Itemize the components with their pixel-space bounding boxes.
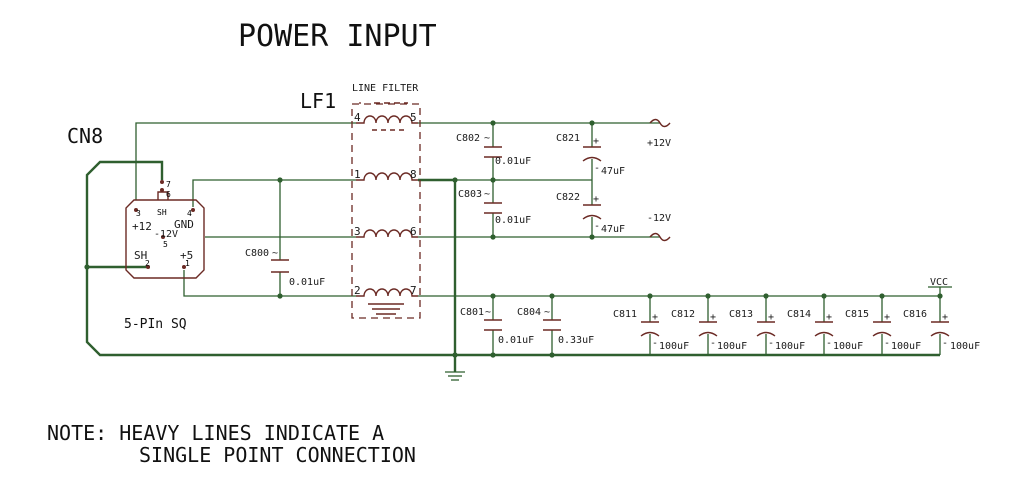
c813-ref: C813 <box>729 309 753 320</box>
lf1-pin2: 2 <box>354 284 361 297</box>
capacitor-c800: C800 ~ 0.01uF <box>245 248 325 288</box>
cn8-pin3: 3 <box>136 209 141 218</box>
capacitor-c821: C821 + - 47uF <box>556 133 625 177</box>
capacitor-c802: C802 ~ 0.01uF <box>456 133 531 167</box>
c822-minus: - <box>594 221 600 232</box>
lf1-pin3: 3 <box>354 225 361 238</box>
line-filter-lf1: 4 5 1 8 3 6 2 7 <box>351 102 421 319</box>
capacitor-c804: C804 ~ 0.33uF <box>517 307 594 346</box>
c811-minus: - <box>652 338 658 349</box>
cn8-pin4: 4 <box>187 209 192 218</box>
junction-dots <box>84 120 943 358</box>
c816-value: 100uF <box>950 341 980 352</box>
lf1-pin1: 1 <box>354 168 361 181</box>
c801-tilde: ~ <box>485 307 491 318</box>
net-flag-p12: +12V <box>647 118 671 149</box>
c813-value: 100uF <box>775 341 805 352</box>
c803-value: 0.01uF <box>495 215 531 226</box>
c822-value: 47uF <box>601 224 625 235</box>
c804-ref: C804 <box>517 307 541 318</box>
cn8-label-m12: -12V <box>154 229 178 240</box>
connector-ref: CN8 <box>67 124 103 148</box>
c822-ref: C822 <box>556 192 580 203</box>
ground-symbol <box>445 371 465 381</box>
c814-plus: + <box>826 312 832 323</box>
cn8-pin6: 6 <box>166 190 171 199</box>
lf1-pin8: 8 <box>410 168 417 181</box>
capacitor-c801: C801 ~ 0.01uF <box>460 307 534 346</box>
c802-ref: C802 <box>456 133 480 144</box>
capacitor-c815: C815 + - 100uF <box>845 309 921 352</box>
cn8-pin1: 1 <box>185 259 190 268</box>
c800-value: 0.01uF <box>289 277 325 288</box>
c814-ref: C814 <box>787 309 811 320</box>
c800-ref: C800 <box>245 248 269 259</box>
c812-ref: C812 <box>671 309 695 320</box>
c804-value: 0.33uF <box>558 335 594 346</box>
net-p12-label: +12V <box>647 138 671 149</box>
c803-tilde: ~ <box>484 189 490 200</box>
cn8-label-p12: +12 <box>132 220 152 233</box>
c811-plus: + <box>652 312 658 323</box>
c812-plus: + <box>710 312 716 323</box>
c821-ref: C821 <box>556 133 580 144</box>
c813-plus: + <box>768 312 774 323</box>
c814-value: 100uF <box>833 341 863 352</box>
c812-minus: - <box>710 338 716 349</box>
net-flag-vcc: VCC <box>928 277 952 296</box>
c821-minus: - <box>594 163 600 174</box>
c804-tilde: ~ <box>544 307 550 318</box>
cn8-pin7: 7 <box>166 180 171 189</box>
capacitor-c812: C812 + - 100uF <box>671 309 747 352</box>
c816-minus: - <box>942 338 948 349</box>
c812-value: 100uF <box>717 341 747 352</box>
c821-value: 47uF <box>601 166 625 177</box>
capacitor-c813: C813 + - 100uF <box>729 309 805 352</box>
c815-ref: C815 <box>845 309 869 320</box>
net-flag-m12: -12V <box>647 213 671 242</box>
lf1-pin4: 4 <box>354 111 361 124</box>
capacitor-c822: C822 + - 47uF <box>556 192 625 235</box>
net-vcc-label: VCC <box>930 277 948 288</box>
cn8-label-gnd: GND <box>174 218 194 231</box>
c815-plus: + <box>884 312 890 323</box>
c801-ref: C801 <box>460 307 484 318</box>
c816-ref: C816 <box>903 309 927 320</box>
c811-value: 100uF <box>659 341 689 352</box>
lf1-pin5: 5 <box>410 111 417 124</box>
capacitor-c803: C803 ~ 0.01uF <box>458 189 531 226</box>
capacitor-c816: C816 + - 100uF <box>903 309 980 352</box>
diagram-title: POWER INPUT <box>238 19 437 54</box>
capacitor-c811: C811 + - 100uF <box>613 309 689 352</box>
c803-ref: C803 <box>458 189 482 200</box>
c816-plus: + <box>942 312 948 323</box>
connector-package: 5-PIn SQ <box>124 317 187 332</box>
c815-value: 100uF <box>891 341 921 352</box>
net-m12-label: -12V <box>647 213 671 224</box>
capacitor-c814: C814 + - 100uF <box>787 309 863 352</box>
connector-cn8: 7 6 SH 3 4 +12 GND -12V 5 SH +5 2 1 <box>125 180 205 279</box>
cn8-pin5: 5 <box>163 240 168 249</box>
filter-caption: LINE FILTER <box>352 83 419 94</box>
note-line-2: SINGLE POINT CONNECTION <box>139 443 416 467</box>
c802-value: 0.01uF <box>495 156 531 167</box>
note-line-1: NOTE: HEAVY LINES INDICATE A <box>47 421 384 445</box>
c800-tilde: ~ <box>272 248 278 259</box>
c815-minus: - <box>884 338 890 349</box>
c811-ref: C811 <box>613 309 637 320</box>
cn8-label-sh: SH <box>134 249 147 262</box>
c801-value: 0.01uF <box>498 335 534 346</box>
cn8-label-sh-top: SH <box>157 208 167 217</box>
cn8-label-p5: +5 <box>180 249 193 262</box>
c822-plus: + <box>593 194 599 205</box>
lf1-pin7: 7 <box>410 284 417 297</box>
filter-ref: LF1 <box>300 89 336 113</box>
c802-tilde: ~ <box>484 133 490 144</box>
c821-plus: + <box>593 136 599 147</box>
lf1-pin6: 6 <box>410 225 417 238</box>
cn8-pin2: 2 <box>145 259 150 268</box>
c813-minus: - <box>768 338 774 349</box>
c814-minus: - <box>826 338 832 349</box>
